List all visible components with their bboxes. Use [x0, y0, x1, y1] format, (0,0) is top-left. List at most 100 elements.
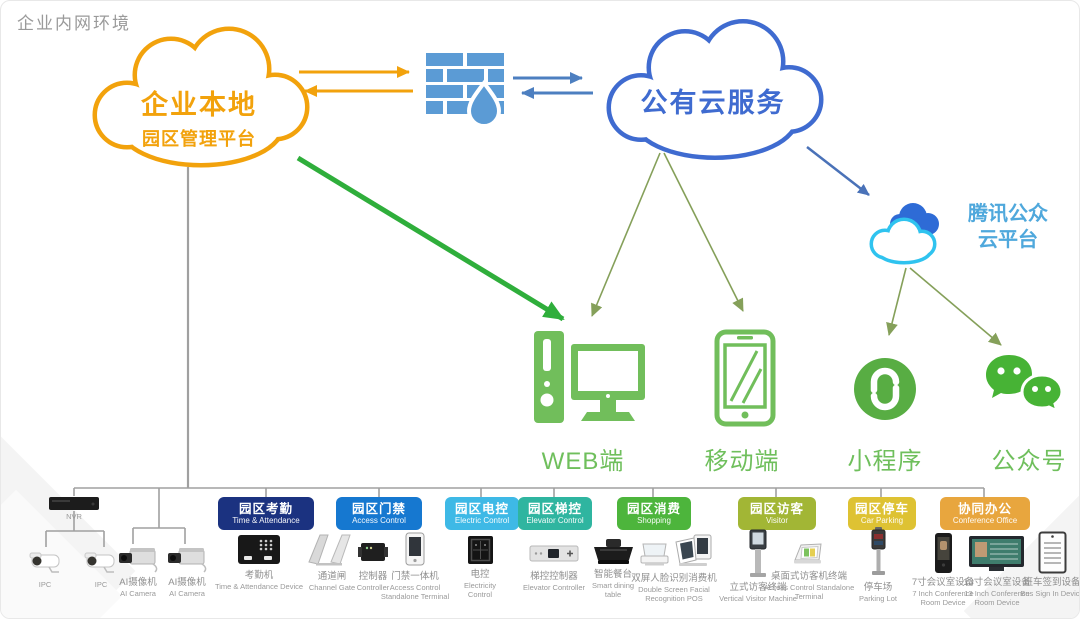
badge-electric-control-en: Electric Control — [454, 515, 510, 525]
wechat-label: 公众号 — [991, 448, 1067, 475]
ai-camera2-label: AI摄像机 AI Camera — [157, 577, 217, 598]
access-terminal-zh: 门禁一体机 — [391, 571, 439, 582]
smart-dining-table-label: 智能餐台 Smart dining table — [585, 569, 641, 599]
ipc1-label: IPC — [30, 580, 60, 589]
ipc2-label: IPC — [86, 580, 116, 589]
badge-visitor-zh: 园区访客 — [749, 501, 804, 516]
attendance-machine-image — [238, 535, 280, 564]
electricity-control-label: 电控 Electricity Control — [452, 569, 508, 599]
conference-device-7inch-label: 7寸会议室设备 7 Inch Conference Room Device — [905, 577, 981, 607]
elevator-controller-image — [529, 545, 579, 562]
conference-device-13inch-zh: 13寸会议室设备 — [963, 577, 1031, 588]
web-terminal-icon — [534, 331, 645, 423]
dual-screen-pos-en: Double Screen Facial Recognition POS — [638, 585, 710, 603]
public-cloud-title: 公有云服务 — [640, 88, 786, 118]
nvr-device-image — [49, 497, 99, 510]
smart-dining-table-en: Smart dining table — [591, 581, 635, 599]
parking-post-label: 停车场 Parking Lot — [843, 582, 913, 603]
badge-office: 协同办公 Conference Office — [940, 497, 1030, 530]
ipc-camera-image — [84, 552, 115, 573]
access-terminal-image — [405, 532, 425, 566]
tencent-cloud-title: 腾讯公众 云平台 — [953, 201, 1063, 253]
bus-signin-device-image — [1038, 531, 1067, 574]
channel-gate-zh: 通道闸 — [317, 571, 347, 582]
cloud-outline-icon — [92, 26, 310, 168]
channel-gate-image — [308, 534, 351, 566]
electricity-control-zh: 电控 — [470, 569, 490, 580]
ipc-camera-image — [29, 552, 60, 573]
conference-device-13inch-en: 13 Inch Conference Room Device — [964, 589, 1030, 607]
visitor-kiosk-image — [749, 529, 767, 577]
badge-shopping: 园区消费 Shopping — [617, 497, 691, 530]
badge-access-control-zh: 园区门禁 — [351, 501, 406, 516]
desktop-visitor-terminal-label: 桌面式访客机终端 Access Control Standalone Termi… — [763, 571, 855, 601]
access-terminal-label: 门禁一体机 Access Control Standalone Terminal — [379, 571, 451, 601]
badge-visitor-en: Visitor — [765, 515, 789, 525]
badge-access-control: 园区门禁 Access Control — [336, 497, 422, 530]
conference-device-13inch-label: 13寸会议室设备 13 Inch Conference Room Device — [955, 577, 1039, 607]
firewall-icon — [426, 53, 504, 128]
attendance-machine-zh: 考勤机 — [244, 570, 274, 581]
dual-screen-pos-label: 双屏人脸识别消费机 Double Screen Facial Recogniti… — [619, 573, 729, 603]
page-title: 企业内网环境 — [17, 14, 131, 33]
cloud-outline-icon — [606, 19, 824, 160]
canteen-pos-image — [640, 543, 669, 566]
wechat-icon — [986, 355, 1064, 414]
smart-dining-table-zh: 智能餐台 — [593, 569, 632, 580]
ai-camera1-zh: AI摄像机 — [119, 577, 157, 588]
elevator-controller-label: 梯控控制器 Elevator Controller — [509, 571, 599, 592]
mobile-terminal-label: 移动端 — [704, 448, 780, 475]
conference-device-7inch-zh: 7寸会议室设备 — [911, 577, 975, 588]
desktop-visitor-terminal-zh: 桌面式访客机终端 — [770, 571, 847, 582]
badge-parking-zh: 园区停车 — [854, 501, 909, 516]
public-cloud-node: 公有云服务 — [593, 13, 833, 168]
tencent-cloud-title-line1: 腾讯公众 — [968, 203, 1048, 225]
parking-post-image — [871, 527, 886, 575]
badge-parking: 园区停车 Car Parking — [848, 497, 916, 530]
badge-attendance: 园区考勤 Time & Attendance — [218, 497, 314, 530]
elevator-controller-en: Elevator Controller — [522, 583, 586, 592]
attendance-machine-en: Time & Attendance Device — [214, 582, 304, 591]
conference-device-13inch-image — [969, 536, 1024, 571]
mobile-terminal-icon — [714, 329, 776, 427]
bus-signin-device-en: Bus Sign In Device — [1020, 589, 1080, 598]
ipc2-label-text: IPC — [94, 580, 108, 589]
access-controller-zh: 控制器 — [358, 571, 388, 582]
smart-dining-table-image — [594, 539, 633, 564]
attendance-machine-label: 考勤机 Time & Attendance Device — [204, 570, 314, 591]
badge-elevator-control-zh: 园区梯控 — [527, 501, 582, 516]
ai-camera-image — [119, 548, 158, 573]
badge-parking-en: Car Parking — [860, 515, 904, 525]
dual-screen-pos-image — [675, 534, 712, 566]
tencent-cloud-title-line2: 云平台 — [978, 229, 1038, 251]
elevator-controller-zh: 梯控控制器 — [530, 571, 578, 582]
badge-shopping-zh: 园区消费 — [626, 501, 681, 516]
bus-signin-device-label: 班车签到设备 Bus Sign In Device — [1013, 577, 1080, 598]
ai-camera2-en: AI Camera — [169, 589, 205, 598]
ai-camera1-label: AI摄像机 AI Camera — [108, 577, 168, 598]
visitor-kiosk-en: Vertical Visitor Machine — [719, 594, 797, 603]
badge-elevator-control-en: Elevator Control — [526, 515, 584, 525]
web-terminal-label: WEB端 — [541, 448, 625, 475]
channel-gate-en: Channel Gate — [308, 583, 356, 592]
badge-elevator-control: 园区梯控 Elevator Control — [518, 497, 592, 530]
badge-office-zh: 协同办公 — [957, 501, 1012, 516]
conference-device-7inch-en: 7 Inch Conference Room Device — [912, 589, 974, 607]
access-terminal-en: Access Control Standalone Terminal — [380, 583, 450, 601]
visitor-kiosk-zh: 立式访客终端 — [729, 582, 787, 593]
bus-signin-device-zh: 班车签到设备 — [1023, 577, 1080, 588]
dual-screen-pos-zh: 双屏人脸识别消费机 — [631, 573, 717, 584]
desktop-visitor-terminal-image — [794, 543, 822, 564]
ipc1-label-text: IPC — [38, 580, 52, 589]
parking-post-zh: 停车场 — [863, 582, 893, 593]
nvr-label: NVR — [54, 512, 94, 521]
access-controller-label: 控制器 Controller — [343, 571, 403, 592]
nvr-label-text: NVR — [66, 512, 82, 521]
badge-attendance-en: Time & Attendance — [232, 515, 300, 525]
miniprogram-icon — [854, 358, 916, 420]
badge-attendance-zh: 园区考勤 — [238, 501, 293, 516]
local-cloud-title: 企业本地 — [141, 90, 257, 120]
badge-access-control-en: Access Control — [352, 515, 406, 525]
controller-image — [358, 543, 388, 561]
parking-post-en: Parking Lot — [859, 594, 897, 603]
